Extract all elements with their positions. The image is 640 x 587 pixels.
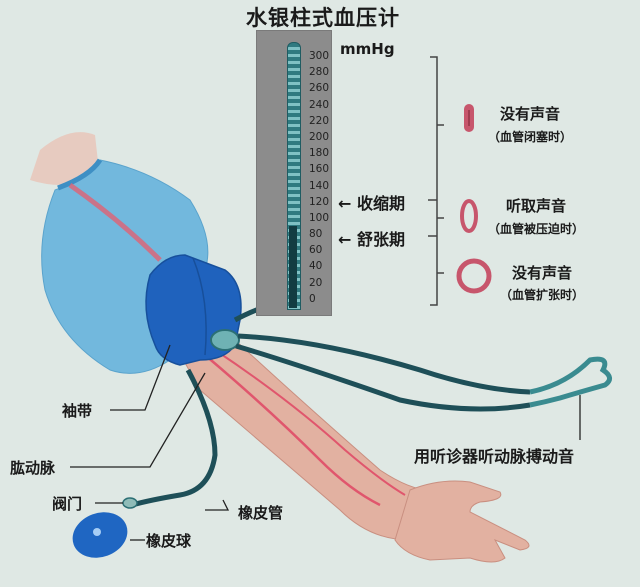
tick-0: 0 xyxy=(309,292,316,305)
rubber-tube-label: 橡皮管 xyxy=(238,504,284,522)
systolic-label: ← 收缩期 xyxy=(338,190,405,214)
stethoscope-label: 用听诊器听动脉搏动音 xyxy=(414,447,575,466)
tick-20: 20 xyxy=(309,276,323,289)
tick-240: 240 xyxy=(309,98,330,111)
vessel-state-icons xyxy=(456,104,492,294)
tick-140: 140 xyxy=(309,179,330,192)
systolic-text: 收缩期 xyxy=(356,194,405,213)
tick-300: 300 xyxy=(309,50,330,62)
tick-60: 60 xyxy=(309,244,323,257)
compressed-vessel-icon xyxy=(460,199,478,233)
diastolic-label: ← 舒张期 xyxy=(338,226,405,250)
state-main: 没有声音 xyxy=(500,105,561,123)
cuff-label: 袖带 xyxy=(62,402,93,420)
rubber-tube-icon xyxy=(131,368,218,508)
hand xyxy=(394,480,530,563)
manometer-scale: 300 280 260 240 220 200 180 160 140 120 … xyxy=(309,51,339,305)
dilated-vessel-icon xyxy=(456,258,492,294)
tick-100: 100 xyxy=(309,211,330,224)
valve-icon xyxy=(122,497,138,509)
state-main: 没有声音 xyxy=(512,264,573,282)
tick-260: 260 xyxy=(309,82,330,95)
pressure-bracket xyxy=(428,56,444,306)
left-arrow-icon: ← xyxy=(338,194,352,213)
brachial-artery-label: 肱动脉 xyxy=(10,459,56,477)
tick-120: 120 xyxy=(309,195,330,208)
state-sub: （血管闭塞时） xyxy=(488,130,573,144)
shoulder-skin xyxy=(30,132,100,185)
state-main: 听取声音 xyxy=(506,197,567,215)
stethoscope-chestpiece-icon xyxy=(210,329,240,351)
mercury-column xyxy=(289,226,297,308)
diastolic-text: 舒张期 xyxy=(356,230,405,249)
tick-180: 180 xyxy=(309,147,330,160)
rubber-bulb-label: 橡皮球 xyxy=(146,532,192,550)
tick-80: 80 xyxy=(309,228,323,241)
vessel-state-dilated: 没有声音 （血管扩张时） xyxy=(500,262,584,303)
tick-280: 280 xyxy=(309,66,330,79)
tick-40: 40 xyxy=(309,260,323,273)
vessel-state-closed: 没有声音 （血管闭塞时） xyxy=(488,103,572,145)
state-sub: （血管被压迫时） xyxy=(488,222,585,236)
tick-160: 160 xyxy=(309,163,330,176)
stethoscope-earpiece-icon xyxy=(529,356,612,408)
vessel-state-compressed: 听取声音 （血管被压迫时） xyxy=(488,195,584,237)
tick-200: 200 xyxy=(309,130,330,143)
tick-220: 220 xyxy=(309,114,330,127)
diagram-title: 水银柱式血压计 xyxy=(246,6,400,30)
leader-lines xyxy=(70,344,581,541)
valve-label: 阀门 xyxy=(52,495,83,513)
unit-label: mmHg xyxy=(340,40,395,58)
stethoscope-hose-icon xyxy=(237,333,531,395)
left-arrow-icon: ← xyxy=(338,230,352,249)
state-sub: （血管扩张时） xyxy=(500,288,585,302)
rubber-bulb-icon xyxy=(72,512,128,558)
